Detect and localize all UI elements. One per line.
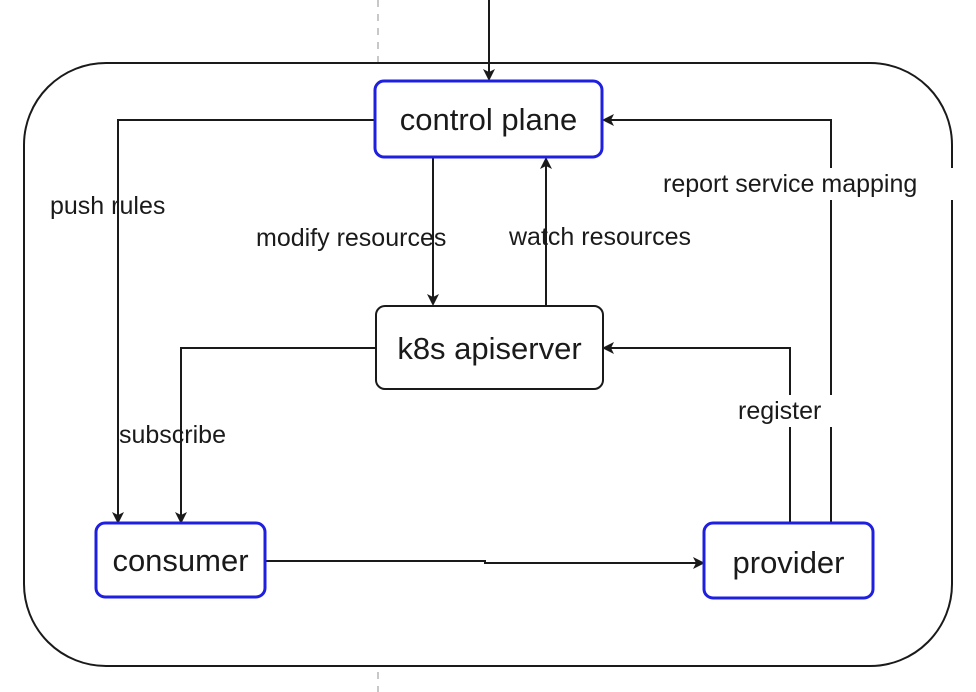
edge-report-service-mapping [602,114,832,522]
edge-subscribe [175,347,376,524]
edge-push-rules [112,119,374,524]
edge-label-report-service-mapping: report service mapping [663,170,917,198]
label-bg-register [736,395,836,427]
node-label-consumer: consumer [112,543,248,578]
edge-label-push-rules: push rules [50,192,165,220]
edge-label-register: register [738,397,821,425]
node-label-k8s-apiserver: k8s apiserver [397,331,581,366]
node-k8s-apiserver: k8s apiserver [375,305,604,390]
edge-register [602,342,791,522]
edge-label-watch-resources: watch resources [508,223,691,251]
node-provider: provider [702,521,875,600]
node-label-control-plane: control plane [400,102,578,137]
edge-label-modify-resources: modify resources [256,224,446,252]
node-consumer: consumer [94,521,267,599]
node-control-plane: control plane [373,79,604,159]
label-bg-report [660,168,972,200]
edge-consumer-to-provider [265,557,705,569]
node-label-provider: provider [733,545,845,580]
edge-label-subscribe: subscribe [119,421,226,449]
